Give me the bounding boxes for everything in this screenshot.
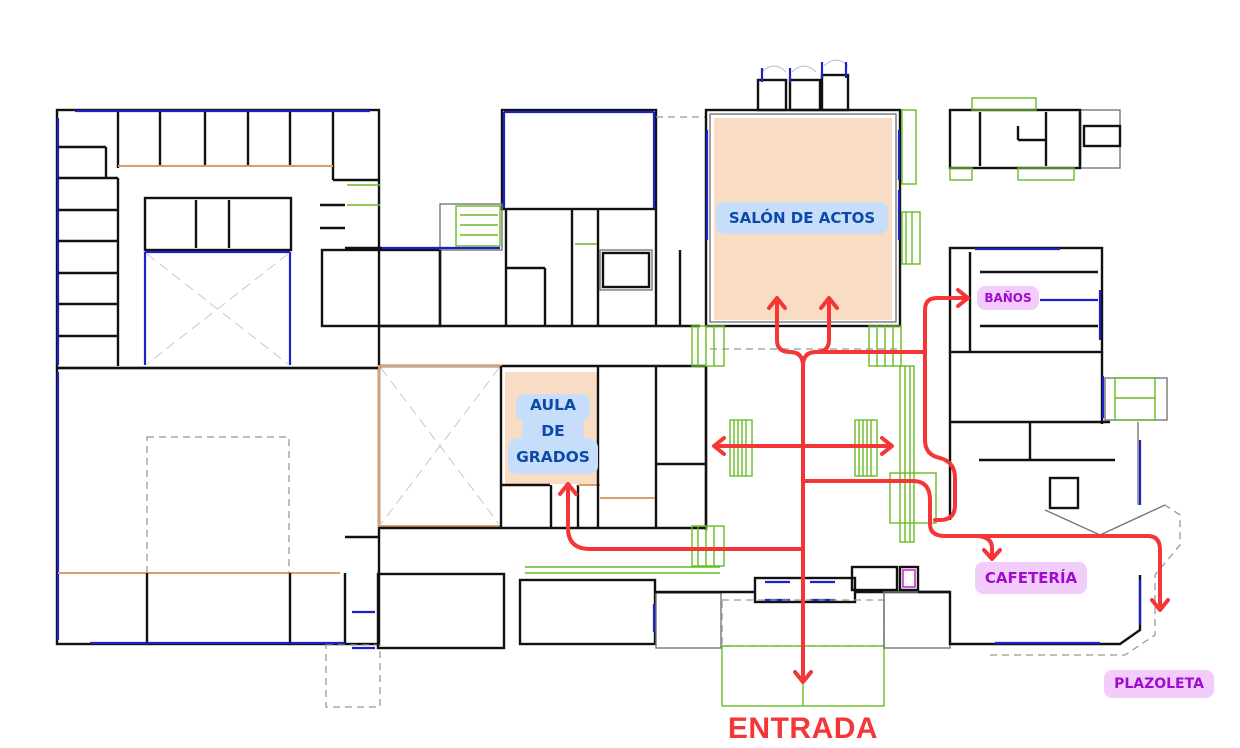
route-arrows xyxy=(558,288,1170,684)
route-to-cafeteria xyxy=(973,534,994,558)
arrow-head-hall-west xyxy=(712,436,726,456)
label-cafeteria[interactable]: CAFETERÍA xyxy=(975,562,1087,594)
aula-label-background xyxy=(508,394,598,474)
aula-label-line-1: AULA xyxy=(530,396,576,414)
aula-label-line-3: GRADOS xyxy=(516,448,590,466)
west-wing xyxy=(55,108,442,370)
route-to-aula xyxy=(566,484,805,551)
label-plazoleta[interactable]: PLAZOLETA xyxy=(1104,670,1214,698)
aula-label-line-2: DE xyxy=(541,422,565,440)
route-to-banos xyxy=(814,296,968,354)
arrow-head-salon-left xyxy=(767,296,787,310)
arrow-head-plazoleta xyxy=(1150,598,1170,612)
route-to-salon-left xyxy=(775,298,805,368)
label-entrada[interactable]: ENTRADA xyxy=(727,712,879,745)
arrow-head-salon-right xyxy=(819,296,839,310)
label-salon-de-actos[interactable]: SALÓN DE ACTOS xyxy=(716,202,888,234)
north-center-block xyxy=(382,108,705,326)
route-to-plazoleta xyxy=(801,479,1162,610)
northeast-annex xyxy=(948,97,1122,181)
arrow-head-aula xyxy=(558,482,578,496)
east-wing xyxy=(918,246,1181,656)
arrow-head-banos xyxy=(956,288,970,308)
arrow-head-entrance xyxy=(793,670,813,684)
salon-de-actos-walls xyxy=(704,59,921,328)
arrow-head-hall-east xyxy=(880,436,894,456)
route-banos-loop xyxy=(923,350,957,522)
label-banos[interactable]: BAÑOS xyxy=(977,286,1039,310)
label-aula-de-grados[interactable]: AULA DE GRADOS xyxy=(506,390,600,474)
southwest-hall xyxy=(55,366,381,708)
arrow-head-cafeteria xyxy=(982,548,1002,561)
